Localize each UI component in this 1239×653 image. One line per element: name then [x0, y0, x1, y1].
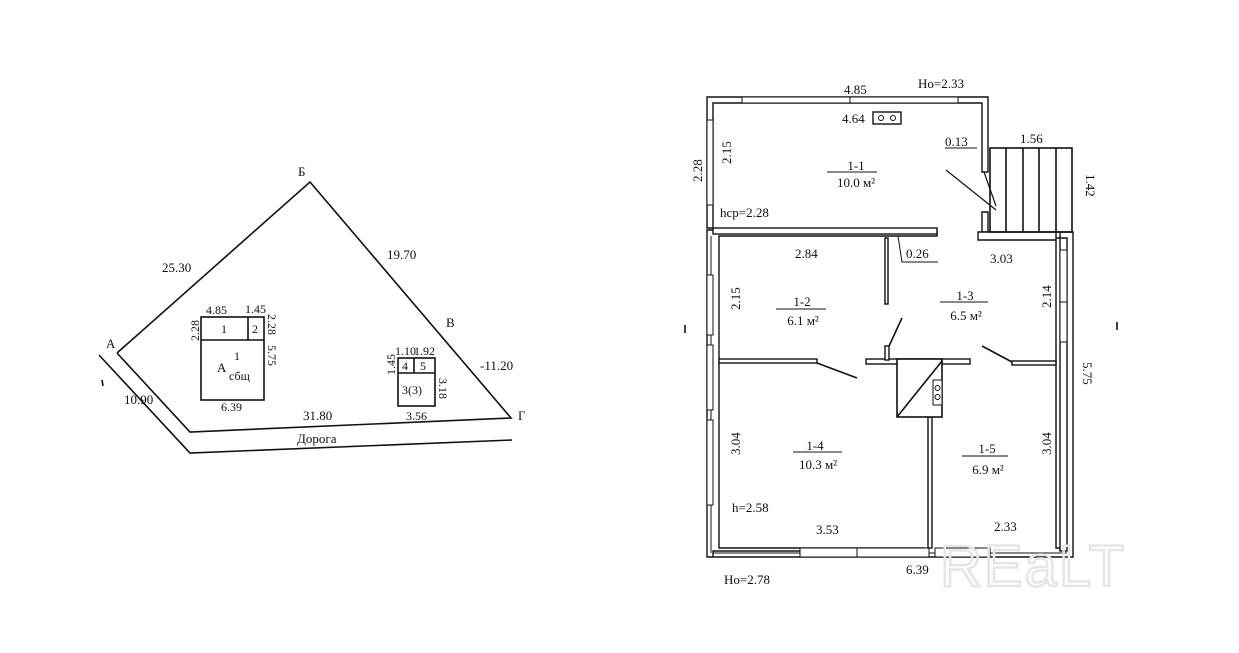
- dim-room2-left: 2.15: [728, 287, 743, 310]
- room-1-5: 1-5 6.9 м²: [962, 441, 1008, 477]
- road-edge: [98, 354, 513, 454]
- outbuilding-dim-top-right: 1.92: [414, 344, 435, 358]
- room-id: 1-1: [847, 158, 864, 173]
- edge-bv-length: 19.70: [387, 247, 416, 262]
- edge-a-road-length: 10.90: [124, 392, 153, 407]
- vertex-g-label: Г: [518, 408, 526, 423]
- house-dim-bottom: 6.39: [221, 400, 242, 414]
- bottom-ho-label: Ho=2.78: [724, 572, 770, 587]
- dim-inner-left-top: 2.15: [719, 141, 734, 164]
- dim-room2-top: 2.84: [795, 246, 818, 261]
- dim-room5-bottom: 2.33: [994, 519, 1017, 534]
- dim-stairs-height: 1.42: [1083, 174, 1098, 197]
- house-dim-top-right: 1.45: [245, 302, 266, 316]
- room-1-4: 1-4 10.3 м²: [793, 438, 842, 472]
- watermark-logo: REaLT: [940, 534, 1126, 599]
- room-area: 6.5 м²: [950, 308, 982, 323]
- entrance-door-swing: [945, 169, 997, 211]
- room-area: 10.0 м²: [837, 175, 875, 190]
- house-floor: 1: [234, 349, 240, 363]
- dim-top-width: 4.85: [844, 82, 867, 97]
- edge-vg-length: -11.20: [480, 358, 513, 373]
- outbuilding-dim-left: 1.45: [384, 354, 398, 375]
- top-ho-label: Ho=2.33: [918, 76, 964, 91]
- dim-inner-top: 4.64: [842, 111, 865, 126]
- dim-partition: 0.26: [906, 246, 929, 261]
- dim-right-total: 5.75: [1080, 362, 1095, 385]
- outbuilding-dim-bottom: 3.56: [406, 409, 427, 423]
- house-room-2: 2: [252, 322, 258, 336]
- road-label: Дорога: [297, 431, 337, 446]
- interior-partitions: [712, 169, 1057, 549]
- porch-stairs: [989, 147, 1073, 233]
- room-area: 6.1 м²: [787, 313, 819, 328]
- outbuilding-room-5: 5: [420, 359, 426, 373]
- dim-bottom-total: 6.39: [906, 562, 929, 577]
- dim-room5-right: 3.04: [1039, 432, 1054, 455]
- dim-room3-right: 2.14: [1039, 285, 1054, 308]
- room-area: 10.3 м²: [799, 457, 837, 472]
- dim-room4-left: 3.04: [728, 432, 743, 455]
- cooktop-icon: [872, 111, 902, 125]
- outbuilding-room-3: 3(3): [402, 383, 422, 397]
- house-letter: А: [217, 360, 227, 375]
- floor-plan: 4.85 Ho=2.33 4.64 0.13 1.56 1.42 2.28 2.…: [684, 76, 1118, 587]
- plot-boundary: [116, 180, 513, 433]
- tick-mark: [101, 379, 104, 387]
- windows: [706, 96, 1068, 558]
- room-1-1: 1-1 10.0 м²: [827, 158, 877, 190]
- outbuilding-dim-top-left: 1.10: [395, 344, 416, 358]
- outbuilding-room-4: 4: [402, 359, 408, 373]
- dim-outer-left-top: 2.28: [690, 159, 705, 182]
- house-height: h=2.58: [732, 500, 769, 515]
- vertex-a-label: А: [106, 336, 116, 351]
- vertex-b-label: Б: [298, 164, 305, 179]
- dim-room4-bottom: 3.53: [816, 522, 839, 537]
- house-room-1: 1: [221, 322, 227, 336]
- house-dim-top-left: 4.85: [206, 303, 227, 317]
- edge-ga-length: 31.80: [303, 408, 332, 423]
- room-id: 1-2: [793, 294, 810, 309]
- dim-porch-gap: 0.13: [945, 134, 968, 149]
- room-1-3: 1-3 6.5 м²: [940, 288, 988, 323]
- house-dim-right: 2.28: [265, 314, 279, 335]
- edge-ab-length: 25.30: [162, 260, 191, 275]
- stove-icon: [896, 358, 943, 418]
- veranda-height: hcp=2.28: [720, 205, 769, 220]
- main-house-footprint: [200, 316, 265, 401]
- dim-room3-top: 3.03: [990, 251, 1013, 266]
- outbuilding-footprint: [397, 357, 436, 407]
- room-1-2: 1-2 6.1 м²: [776, 294, 826, 328]
- room-id: 1-5: [978, 441, 995, 456]
- outbuilding-dim-right: 3.18: [436, 378, 450, 399]
- dim-stairs-width: 1.56: [1020, 131, 1043, 146]
- exterior-walls: [706, 96, 1074, 558]
- room-area: 6.9 м²: [972, 462, 1004, 477]
- room-id: 1-4: [806, 438, 824, 453]
- house-dim-left: 2.28: [188, 320, 202, 341]
- vertex-v-label: В: [446, 315, 455, 330]
- house-subscript: сбщ: [229, 369, 250, 383]
- house-dim-right-main: 5.75: [265, 345, 279, 366]
- site-plan: Б А В Г 25.30 19.70 -11.20 31.80 10.90 Д…: [98, 164, 526, 454]
- room-id: 1-3: [956, 288, 973, 303]
